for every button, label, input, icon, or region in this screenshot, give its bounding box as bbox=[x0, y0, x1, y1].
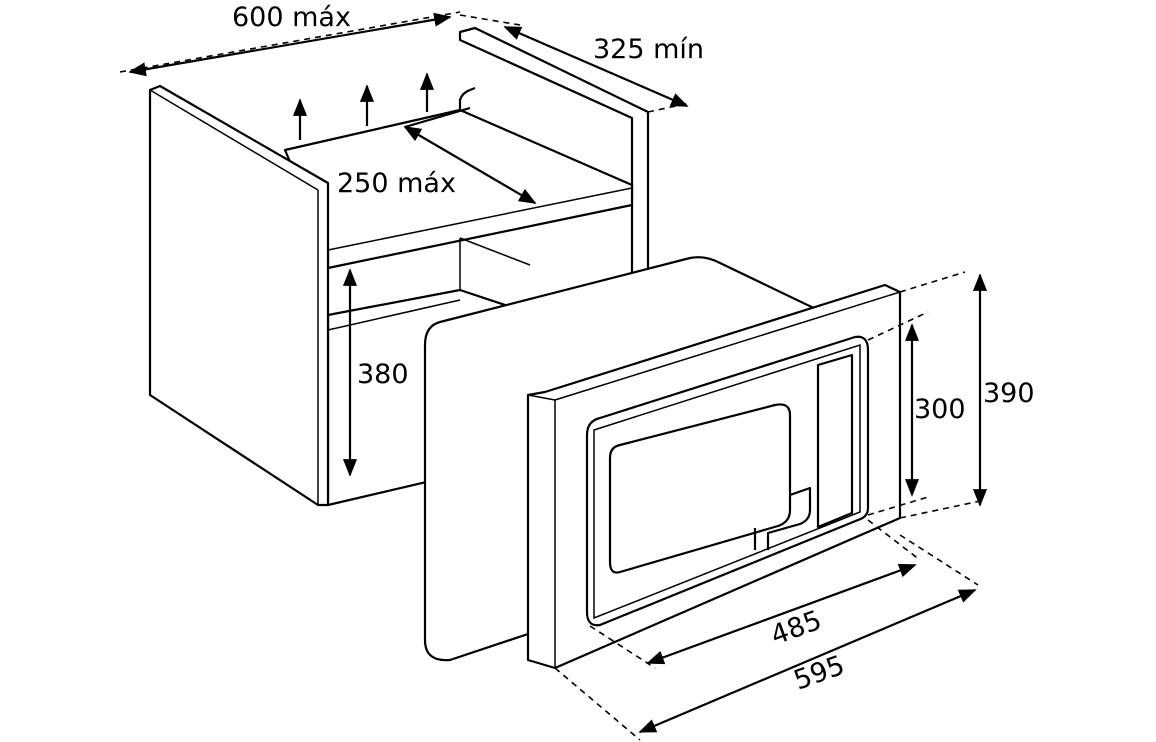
label-frame-height: 390 bbox=[983, 378, 1035, 409]
dimension-lines bbox=[119, 11, 988, 741]
label-opening-depth: 250 máx bbox=[337, 168, 456, 199]
label-opening-height: 380 bbox=[357, 359, 409, 390]
microwave-control-panel bbox=[816, 353, 854, 529]
cabinet-left-panel bbox=[148, 84, 330, 507]
microwave-window bbox=[608, 403, 792, 574]
ventilation-arrows bbox=[292, 72, 435, 140]
label-cabinet-depth: 325 mín bbox=[593, 34, 704, 65]
label-appliance-height: 300 bbox=[914, 394, 966, 425]
label-frame-width: 595 bbox=[790, 650, 849, 697]
cabinet bbox=[148, 26, 650, 507]
label-appliance-width: 485 bbox=[767, 605, 826, 652]
label-cabinet-width: 600 máx bbox=[232, 2, 351, 33]
microwave-door-outer bbox=[585, 335, 870, 627]
microwave bbox=[423, 256, 902, 670]
